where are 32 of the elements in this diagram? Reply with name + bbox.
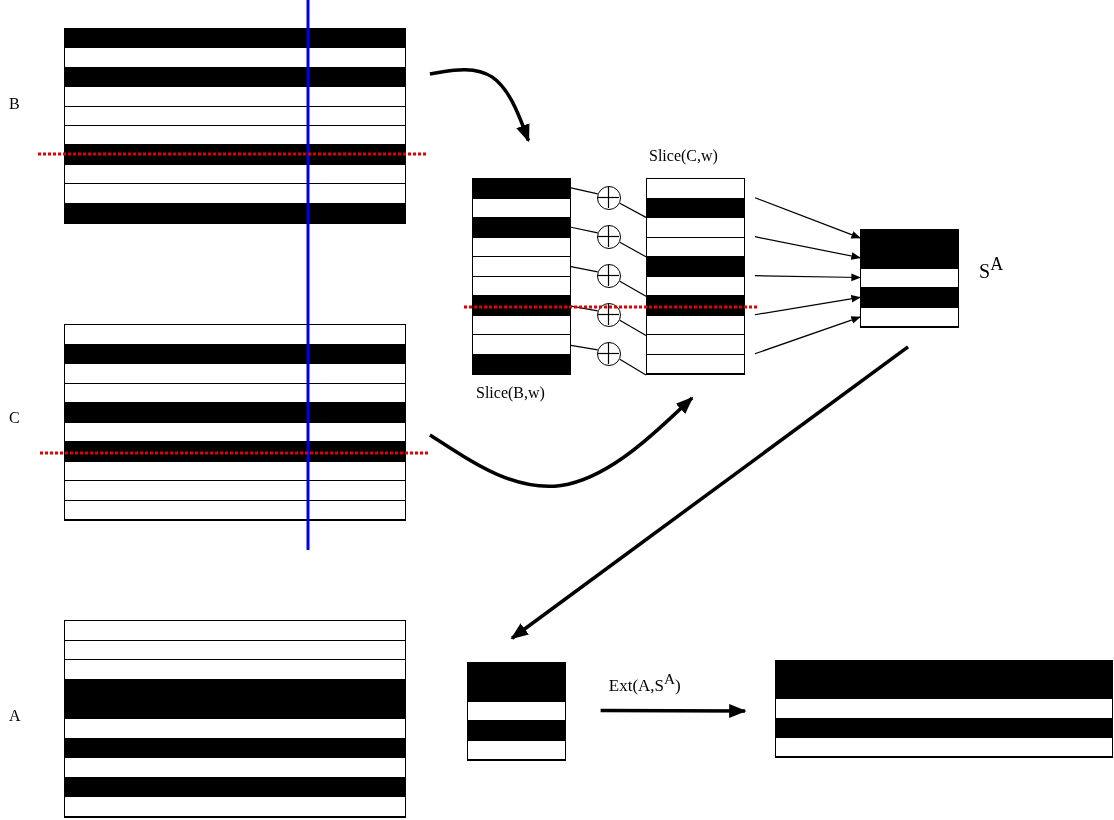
arrow — [754, 197, 861, 239]
matrix-label: S$^{A}$ — [979, 254, 1004, 283]
connector-line — [570, 226, 599, 234]
matrix-label: A — [9, 707, 21, 725]
matrix-label: Slice(C,w) — [649, 147, 718, 165]
connector-line — [619, 241, 647, 258]
connector-line — [570, 305, 599, 312]
arrow — [754, 236, 861, 260]
xor-circle — [597, 186, 621, 210]
connector-line — [619, 358, 647, 376]
connector-line — [570, 187, 599, 195]
xor-circle — [597, 264, 621, 288]
arrow — [754, 273, 861, 282]
arrow — [429, 396, 694, 488]
connector-line — [570, 344, 599, 351]
connector-line — [619, 319, 647, 337]
matrix-label: C — [9, 409, 20, 427]
arrow — [600, 703, 747, 718]
connector-line — [619, 280, 647, 297]
arrow — [754, 316, 861, 355]
xor-circle — [597, 303, 621, 327]
matrix-label: B — [9, 95, 20, 113]
xor-circle — [597, 342, 621, 366]
striped-block — [775, 660, 1113, 758]
xor-circle — [597, 225, 621, 249]
connector-line — [619, 202, 647, 218]
arrow — [510, 345, 910, 640]
matrix-label: Slice(B,w) — [476, 384, 545, 402]
connector-line — [570, 266, 599, 273]
arrow — [429, 67, 531, 143]
arrow — [754, 294, 861, 316]
striped-block — [467, 662, 566, 761]
